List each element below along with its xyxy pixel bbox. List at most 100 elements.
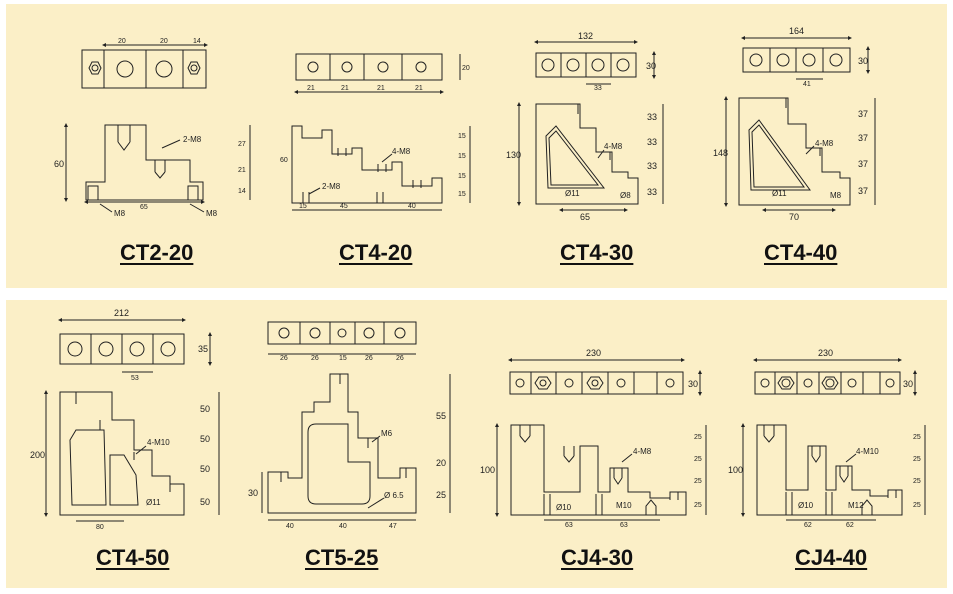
model-label-ct4-20: CT4-20 [339, 240, 413, 265]
ct4-30-bottom-width: 65 [580, 212, 590, 222]
ct5-25-top-width-2: 26 [311, 355, 319, 362]
ct2-20-top-width-3: 14 [193, 38, 201, 45]
ct4-50-top-sub: 53 [131, 375, 139, 382]
ct5-25-bottom-width-1: 40 [286, 523, 294, 530]
cj4-40-height-3: 25 [913, 478, 921, 485]
model-label-ct4-40: CT4-40 [764, 240, 838, 265]
ct4-40-top-sub: 41 [803, 81, 811, 88]
ct4-50-callout-1: 4-M10 [147, 438, 170, 447]
ct5-25-top-width-3: 15 [339, 355, 347, 362]
ct2-20-height-2: 21 [238, 167, 246, 174]
ct5-25-top-width-4: 26 [365, 355, 373, 362]
ct4-40-height-4: 37 [858, 186, 868, 196]
cj4-30-height-2: 25 [694, 456, 702, 463]
ct4-20-top-width-1: 21 [307, 85, 315, 92]
cj4-30-depth: 30 [688, 379, 698, 389]
ct4-40-top-width: 164 [789, 26, 804, 36]
ct4-50-height-3: 50 [200, 464, 210, 474]
ct4-20-depth: 20 [462, 65, 470, 72]
cj4-40-callout-2: Ø10 [798, 501, 814, 510]
ct4-40-bottom-width: 70 [789, 212, 799, 222]
ct5-25-height-3: 25 [436, 490, 446, 500]
ct4-50-bottom-width: 80 [96, 524, 104, 531]
cj4-30-height-total: 100 [480, 465, 495, 475]
drawing-ct4-50: 212 35 53 200 50 50 50 50 80 4-M10 Ø11 [30, 308, 220, 531]
ct4-20-bottom-width-3: 40 [408, 203, 416, 210]
cj4-30-height-4: 25 [694, 502, 702, 509]
ct4-20-height-total: 60 [280, 157, 288, 164]
cj4-40-bottom-width-2: 62 [846, 522, 854, 529]
model-label-ct2-20: CT2-20 [120, 240, 194, 265]
drawing-cj4-30: 230 30 100 25 25 25 25 63 63 4-M8 Ø10 M1… [480, 348, 707, 529]
cj4-30-bottom-width-1: 63 [565, 522, 573, 529]
ct2-20-top-width-1: 20 [118, 38, 126, 45]
cj4-40-top-width: 230 [818, 348, 833, 358]
drawing-ct2-20: 20 20 14 65 60 27 21 14 2-M8 M8 M8 [54, 38, 251, 218]
ct4-40-height-1: 37 [858, 109, 868, 119]
cj4-30-height-1: 25 [694, 434, 702, 441]
drawing-ct4-30: 132 30 33 130 33 33 33 33 65 4-M8 Ø11 Ø8 [506, 31, 664, 222]
ct4-30-height-2: 33 [647, 137, 657, 147]
cj4-30-top-width: 230 [586, 348, 601, 358]
ct4-20-height-3: 15 [458, 173, 466, 180]
cj4-40-height-total: 100 [728, 465, 743, 475]
ct5-25-bottom-width-3: 47 [389, 523, 397, 530]
cj4-30-bottom-width-2: 63 [620, 522, 628, 529]
cj4-40-height-1: 25 [913, 434, 921, 441]
ct4-50-height-2: 50 [200, 434, 210, 444]
ct4-20-callout-2: 2-M8 [322, 182, 341, 191]
ct4-20-bottom-width-1: 15 [299, 203, 307, 210]
ct5-25-height-side: 30 [248, 488, 258, 498]
ct4-40-callout-3: M8 [830, 191, 842, 200]
cj4-30-callout-3: M10 [616, 501, 632, 510]
ct5-25-top-width-5: 26 [396, 355, 404, 362]
cj4-30-callout-1: 4-M8 [633, 447, 652, 456]
ct4-30-depth: 30 [646, 61, 656, 71]
ct4-30-height-3: 33 [647, 161, 657, 171]
ct4-40-height-2: 37 [858, 133, 868, 143]
model-label-cj4-30: CJ4-30 [561, 545, 634, 570]
ct4-40-depth: 30 [858, 56, 868, 66]
model-label-ct4-30: CT4-30 [560, 240, 634, 265]
ct2-20-height-1: 27 [238, 141, 246, 148]
ct4-30-callout-2: Ø11 [565, 189, 580, 198]
ct4-30-callout-1: 4-M8 [604, 142, 623, 151]
ct4-40-height-total: 148 [713, 148, 728, 158]
ct4-30-height-1: 33 [647, 112, 657, 122]
ct5-25-height-1: 55 [436, 411, 446, 421]
cj4-40-callout-1: 4-M10 [856, 447, 879, 456]
ct5-25-height-2: 20 [436, 458, 446, 468]
ct2-20-top-width-2: 20 [160, 38, 168, 45]
ct2-20-callout-3: M8 [206, 209, 218, 218]
cj4-40-height-2: 25 [913, 456, 921, 463]
cj4-40-depth: 30 [903, 379, 913, 389]
ct4-20-top-width-2: 21 [341, 85, 349, 92]
drawing-ct5-25: 26 26 15 26 26 55 20 25 30 40 40 47 M6 Ø… [248, 321, 451, 530]
ct4-20-top-width-4: 21 [415, 85, 423, 92]
drawing-ct4-20: 20 21 21 21 21 15 45 40 60 15 15 15 15 4… [280, 53, 471, 211]
ct5-25-callout-2: Ø 6.5 [384, 491, 404, 500]
ct4-40-callout-2: Ø11 [772, 189, 787, 198]
ct4-50-height-4: 50 [200, 497, 210, 507]
cj4-40-callout-3: M12 [848, 501, 864, 510]
cj4-30-height-3: 25 [694, 478, 702, 485]
ct4-20-height-4: 15 [458, 191, 466, 198]
ct2-20-callout-2: M8 [114, 209, 126, 218]
cj4-30-callout-2: Ø10 [556, 503, 572, 512]
ct4-40-callout-1: 4-M8 [815, 139, 834, 148]
ct4-20-callout-1: 4-M8 [392, 147, 411, 156]
ct5-25-top-width-1: 26 [280, 355, 288, 362]
ct4-50-depth: 35 [198, 344, 208, 354]
ct4-20-height-1: 15 [458, 133, 466, 140]
ct5-25-callout-1: M6 [381, 429, 393, 438]
ct4-30-height-total: 130 [506, 150, 521, 160]
ct4-50-height-total: 200 [30, 450, 45, 460]
model-label-cj4-40: CJ4-40 [795, 545, 868, 570]
cj4-40-bottom-width-1: 62 [804, 522, 812, 529]
ct2-20-height-total: 60 [54, 159, 64, 169]
ct4-30-height-4: 33 [647, 187, 657, 197]
ct2-20-callout-1: 2-M8 [183, 135, 202, 144]
ct4-50-height-1: 50 [200, 404, 210, 414]
ct2-20-bottom-width: 65 [140, 204, 148, 211]
ct4-20-height-2: 15 [458, 153, 466, 160]
